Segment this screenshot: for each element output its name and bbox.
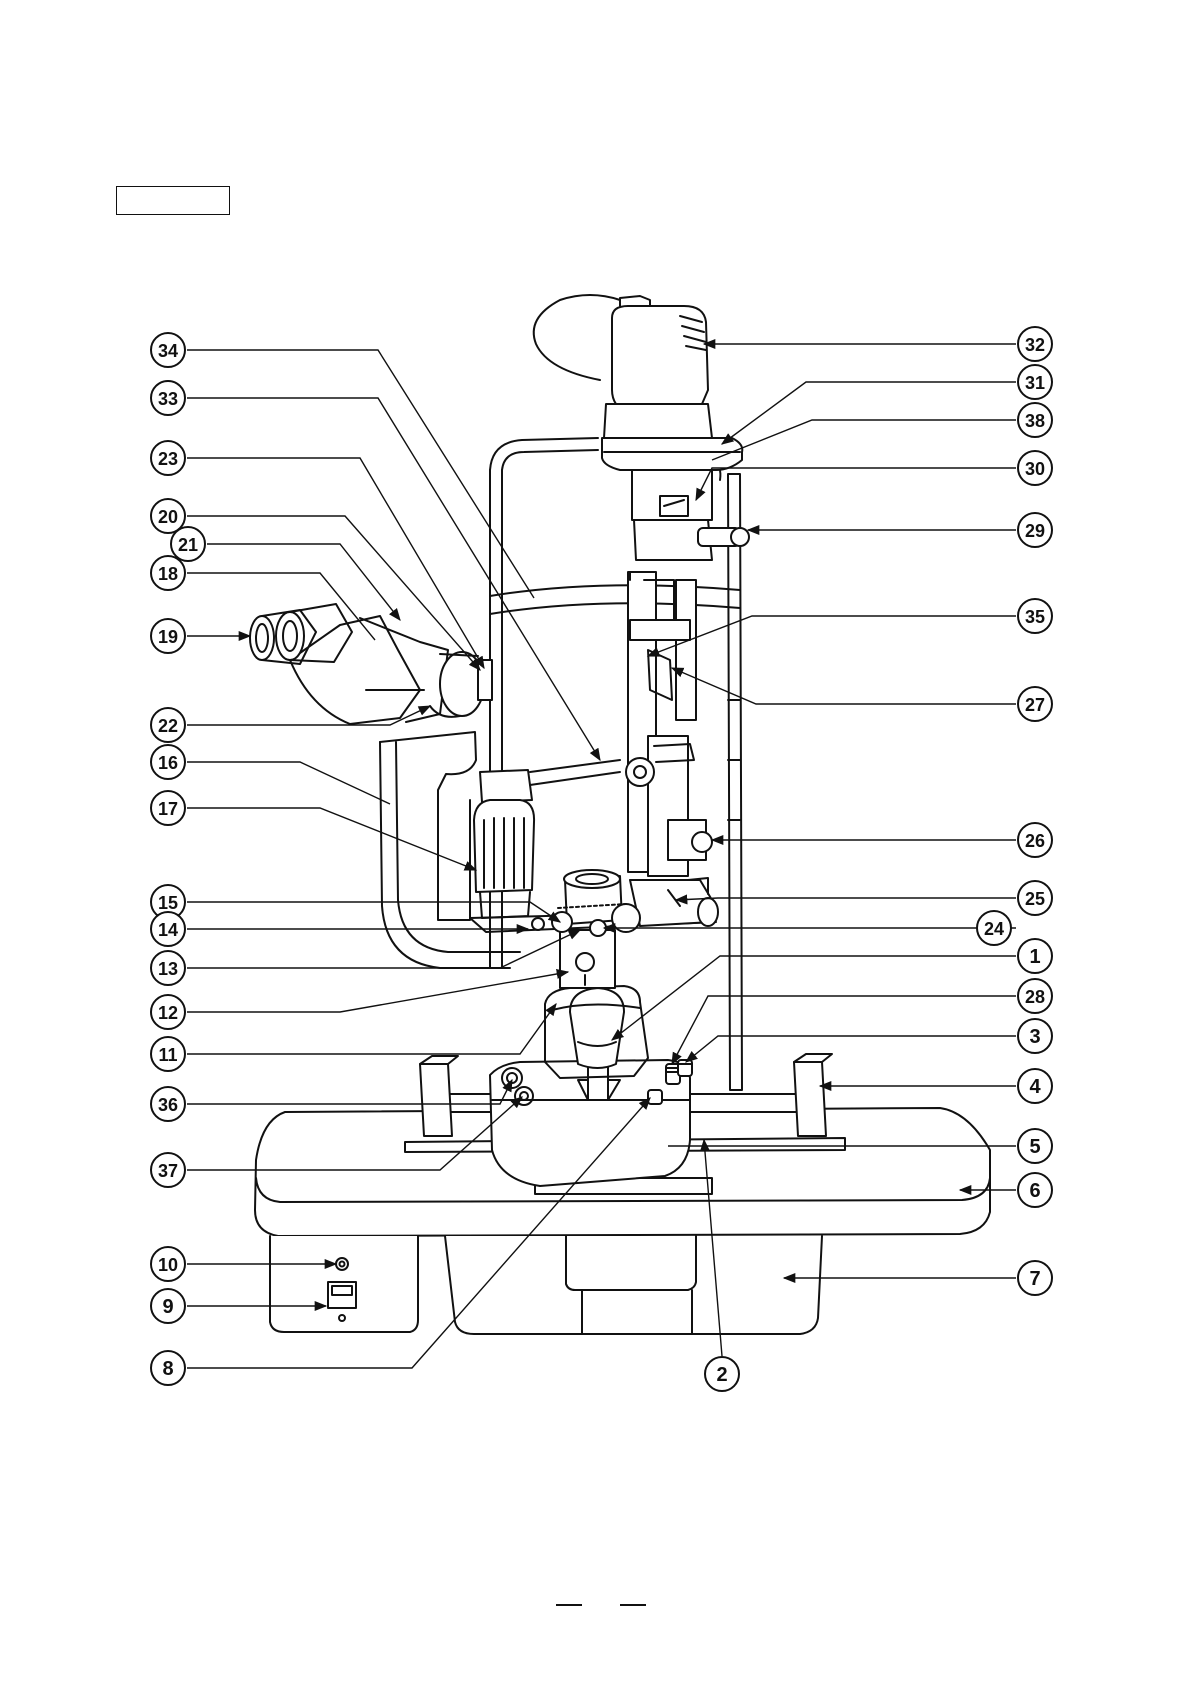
callout-2: 2 xyxy=(705,1357,739,1391)
callout-number: 17 xyxy=(158,799,178,819)
callout-number: 11 xyxy=(158,1045,177,1065)
callout-36: 36 xyxy=(151,1087,185,1121)
slit-lamp-illustration xyxy=(250,295,990,1334)
callout-number: 32 xyxy=(1025,335,1045,355)
callout-number: 5 xyxy=(1029,1136,1040,1158)
knob-8 xyxy=(648,1090,662,1104)
callout-13: 13 xyxy=(151,951,185,985)
focus-handle xyxy=(474,770,534,918)
knob-24 xyxy=(590,920,606,936)
callout-number: 7 xyxy=(1029,1268,1040,1290)
callout-number: 9 xyxy=(162,1296,173,1318)
callout-8: 8 xyxy=(151,1351,185,1385)
callout-22: 22 xyxy=(151,708,185,742)
callout-number: 36 xyxy=(158,1095,178,1115)
callout-18: 18 xyxy=(151,556,185,590)
callout-5: 5 xyxy=(1018,1129,1052,1163)
callout-number: 23 xyxy=(158,449,178,469)
callout-12: 12 xyxy=(151,995,185,1029)
callout-number: 3 xyxy=(1029,1026,1040,1048)
callout-number: 37 xyxy=(158,1161,178,1181)
callout-number: 24 xyxy=(984,919,1004,939)
callout-number: 38 xyxy=(1025,411,1045,431)
callout-33: 33 xyxy=(151,381,185,415)
callout-number: 29 xyxy=(1025,521,1045,541)
illumination-column xyxy=(626,572,712,894)
callout-20: 20 xyxy=(151,499,185,533)
callout-4: 4 xyxy=(1018,1069,1052,1103)
callout-number: 30 xyxy=(1025,459,1045,479)
illumination-base xyxy=(612,880,718,932)
callout-31: 31 xyxy=(1018,365,1052,399)
callout-number: 26 xyxy=(1025,831,1045,851)
magnification-drum xyxy=(440,652,492,716)
callout-37: 37 xyxy=(151,1153,185,1187)
callout-35: 35 xyxy=(1018,599,1052,633)
callout-number: 22 xyxy=(158,716,178,736)
knob-33 xyxy=(626,758,654,786)
knob-15 xyxy=(552,912,572,932)
table-cabinet-right xyxy=(445,1236,822,1334)
camera-head xyxy=(604,296,712,438)
callout-number: 14 xyxy=(158,920,178,940)
callout-30: 30 xyxy=(1018,451,1052,485)
callout-number: 10 xyxy=(158,1255,178,1275)
callout-16: 16 xyxy=(151,745,185,779)
callout-21: 21 xyxy=(171,527,205,561)
callout-number: 21 xyxy=(178,535,198,555)
callout-number: 16 xyxy=(158,753,178,773)
headrest-band xyxy=(490,585,740,614)
callout-number: 27 xyxy=(1025,695,1045,715)
callout-number: 35 xyxy=(1025,607,1045,627)
rail-end-right xyxy=(794,1054,832,1136)
callout-38: 38 xyxy=(1018,403,1052,437)
callout-number: 6 xyxy=(1029,1180,1040,1202)
callout-11: 11 xyxy=(151,1037,185,1071)
callout-number: 18 xyxy=(158,564,178,584)
callout-25: 25 xyxy=(1018,881,1052,915)
callout-9: 9 xyxy=(151,1289,185,1323)
callout-7: 7 xyxy=(1018,1261,1052,1295)
camera-cable xyxy=(534,295,620,380)
callout-number: 13 xyxy=(158,959,178,979)
callout-number: 34 xyxy=(158,341,178,361)
callout-14: 14 xyxy=(151,912,185,946)
callout-number: 33 xyxy=(158,389,178,409)
knob-14 xyxy=(532,918,544,930)
callout-number: 19 xyxy=(158,627,178,647)
callout-number: 15 xyxy=(158,893,178,913)
callout-27: 27 xyxy=(1018,687,1052,721)
callout-17: 17 xyxy=(151,791,185,825)
callout-number: 31 xyxy=(1025,373,1045,393)
callout-24: 24 xyxy=(977,911,1011,945)
callout-26: 26 xyxy=(1018,823,1052,857)
page-mark-right xyxy=(620,1604,646,1606)
callout-10: 10 xyxy=(151,1247,185,1281)
knob-3 xyxy=(678,1060,692,1076)
callout-number: 20 xyxy=(158,507,178,527)
callout-28: 28 xyxy=(1018,979,1052,1013)
callout-32: 32 xyxy=(1018,327,1052,361)
callout-19: 19 xyxy=(151,619,185,653)
page-mark-left xyxy=(556,1604,582,1606)
central-column xyxy=(560,930,615,988)
callout-number: 8 xyxy=(162,1358,173,1380)
callout-29: 29 xyxy=(1018,513,1052,547)
lamp-collar xyxy=(602,438,742,470)
knob-26 xyxy=(692,832,712,852)
callout-number: 1 xyxy=(1029,946,1040,968)
callout-6: 6 xyxy=(1018,1173,1052,1207)
callout-34: 34 xyxy=(151,333,185,367)
callout-3: 3 xyxy=(1018,1019,1052,1053)
callout-number: 25 xyxy=(1025,889,1045,909)
callout-23: 23 xyxy=(151,441,185,475)
callout-number: 2 xyxy=(716,1364,727,1386)
callout-1: 1 xyxy=(1018,939,1052,973)
callout-number: 4 xyxy=(1029,1076,1041,1098)
callout-number: 12 xyxy=(158,1003,178,1023)
callout-number: 28 xyxy=(1025,987,1045,1007)
